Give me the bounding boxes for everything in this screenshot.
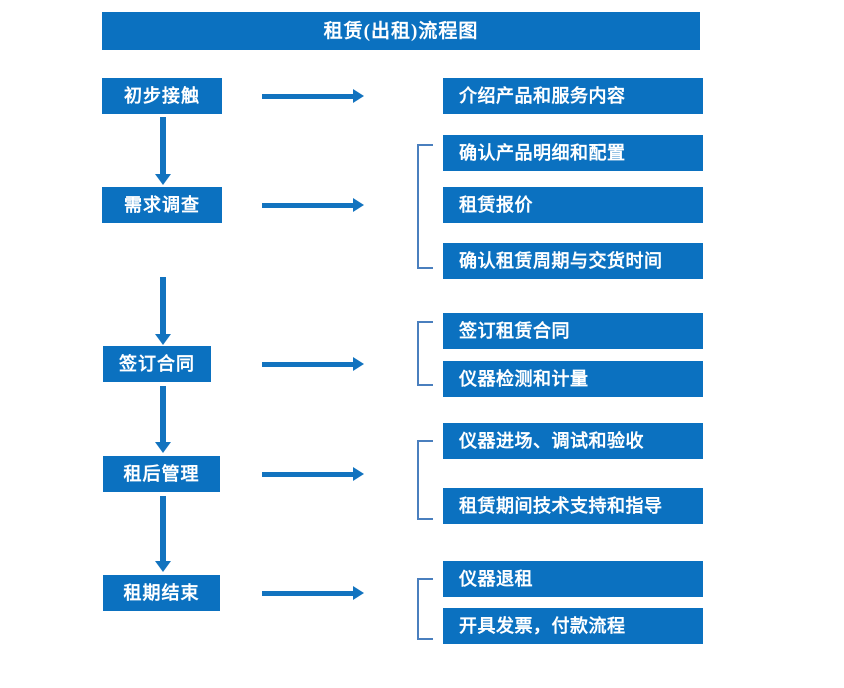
stage-label-5: 租期结束: [123, 583, 200, 603]
stage-box-5[interactable]: 租期结束: [103, 575, 220, 611]
arrow-shaft: [160, 496, 166, 561]
stage-box-3[interactable]: 签订合同: [103, 346, 211, 382]
arrow-head: [155, 334, 171, 345]
detail-label: 租赁报价: [459, 195, 533, 215]
chart-title-bar: 租赁(出租)流程图: [102, 12, 700, 50]
arrow-down-stage-1-to-2: [155, 117, 171, 185]
group-bracket-5: [417, 578, 433, 640]
group-bracket-2: [417, 144, 433, 269]
detail-box-1-1[interactable]: 介绍产品和服务内容: [443, 78, 703, 114]
arrow-right-stage-1: [262, 89, 364, 103]
detail-label: 租赁期间技术支持和指导: [459, 496, 663, 516]
detail-label: 仪器退租: [459, 569, 533, 589]
detail-label: 确认产品明细和配置: [459, 143, 626, 163]
detail-label: 介绍产品和服务内容: [459, 86, 626, 106]
stage-label-4: 租后管理: [123, 464, 200, 484]
arrow-head: [353, 198, 364, 212]
arrow-head: [155, 561, 171, 572]
arrow-shaft: [262, 203, 354, 208]
detail-box-3-1[interactable]: 签订租赁合同: [443, 313, 703, 349]
stage-label-2: 需求调查: [124, 195, 200, 215]
arrow-down-stage-2-to-3: [155, 277, 171, 345]
detail-box-2-1[interactable]: 确认产品明细和配置: [443, 135, 703, 171]
arrow-shaft: [160, 386, 166, 442]
arrow-head: [353, 586, 364, 600]
arrow-right-stage-4: [262, 467, 364, 481]
arrow-head: [353, 467, 364, 481]
detail-box-4-1[interactable]: 仪器进场、调试和验收: [443, 423, 703, 459]
arrow-right-stage-3: [262, 357, 364, 371]
arrow-head: [155, 442, 171, 453]
arrow-head: [155, 174, 171, 185]
group-bracket-3: [417, 321, 433, 386]
detail-label: 签订租赁合同: [459, 321, 570, 341]
arrow-right-stage-2: [262, 198, 364, 212]
chart-title: 租赁(出租)流程图: [323, 20, 479, 42]
stage-label-3: 签订合同: [119, 354, 195, 374]
detail-box-2-2[interactable]: 租赁报价: [443, 187, 703, 223]
arrow-head: [353, 357, 364, 371]
arrow-head: [353, 89, 364, 103]
detail-box-3-2[interactable]: 仪器检测和计量: [443, 361, 703, 397]
arrow-shaft: [262, 591, 354, 596]
arrow-shaft: [160, 117, 166, 174]
arrow-right-stage-5: [262, 586, 364, 600]
arrow-down-stage-4-to-5: [155, 496, 171, 572]
arrow-shaft: [262, 362, 354, 367]
detail-label: 仪器检测和计量: [459, 369, 589, 389]
detail-box-2-3[interactable]: 确认租赁周期与交货时间: [443, 243, 703, 279]
detail-box-5-2[interactable]: 开具发票，付款流程: [443, 608, 703, 644]
detail-box-5-1[interactable]: 仪器退租: [443, 561, 703, 597]
detail-box-4-2[interactable]: 租赁期间技术支持和指导: [443, 488, 703, 524]
arrow-shaft: [262, 472, 354, 477]
group-bracket-4: [417, 440, 433, 520]
detail-label: 开具发票，付款流程: [459, 616, 626, 636]
stage-box-4[interactable]: 租后管理: [103, 456, 220, 492]
detail-label: 确认租赁周期与交货时间: [459, 251, 663, 271]
stage-box-2[interactable]: 需求调查: [102, 187, 222, 223]
arrow-shaft: [160, 277, 166, 334]
arrow-down-stage-3-to-4: [155, 386, 171, 453]
arrow-shaft: [262, 94, 354, 99]
stage-box-1[interactable]: 初步接触: [102, 78, 222, 114]
detail-label: 仪器进场、调试和验收: [459, 431, 644, 451]
stage-label-1: 初步接触: [124, 86, 200, 106]
